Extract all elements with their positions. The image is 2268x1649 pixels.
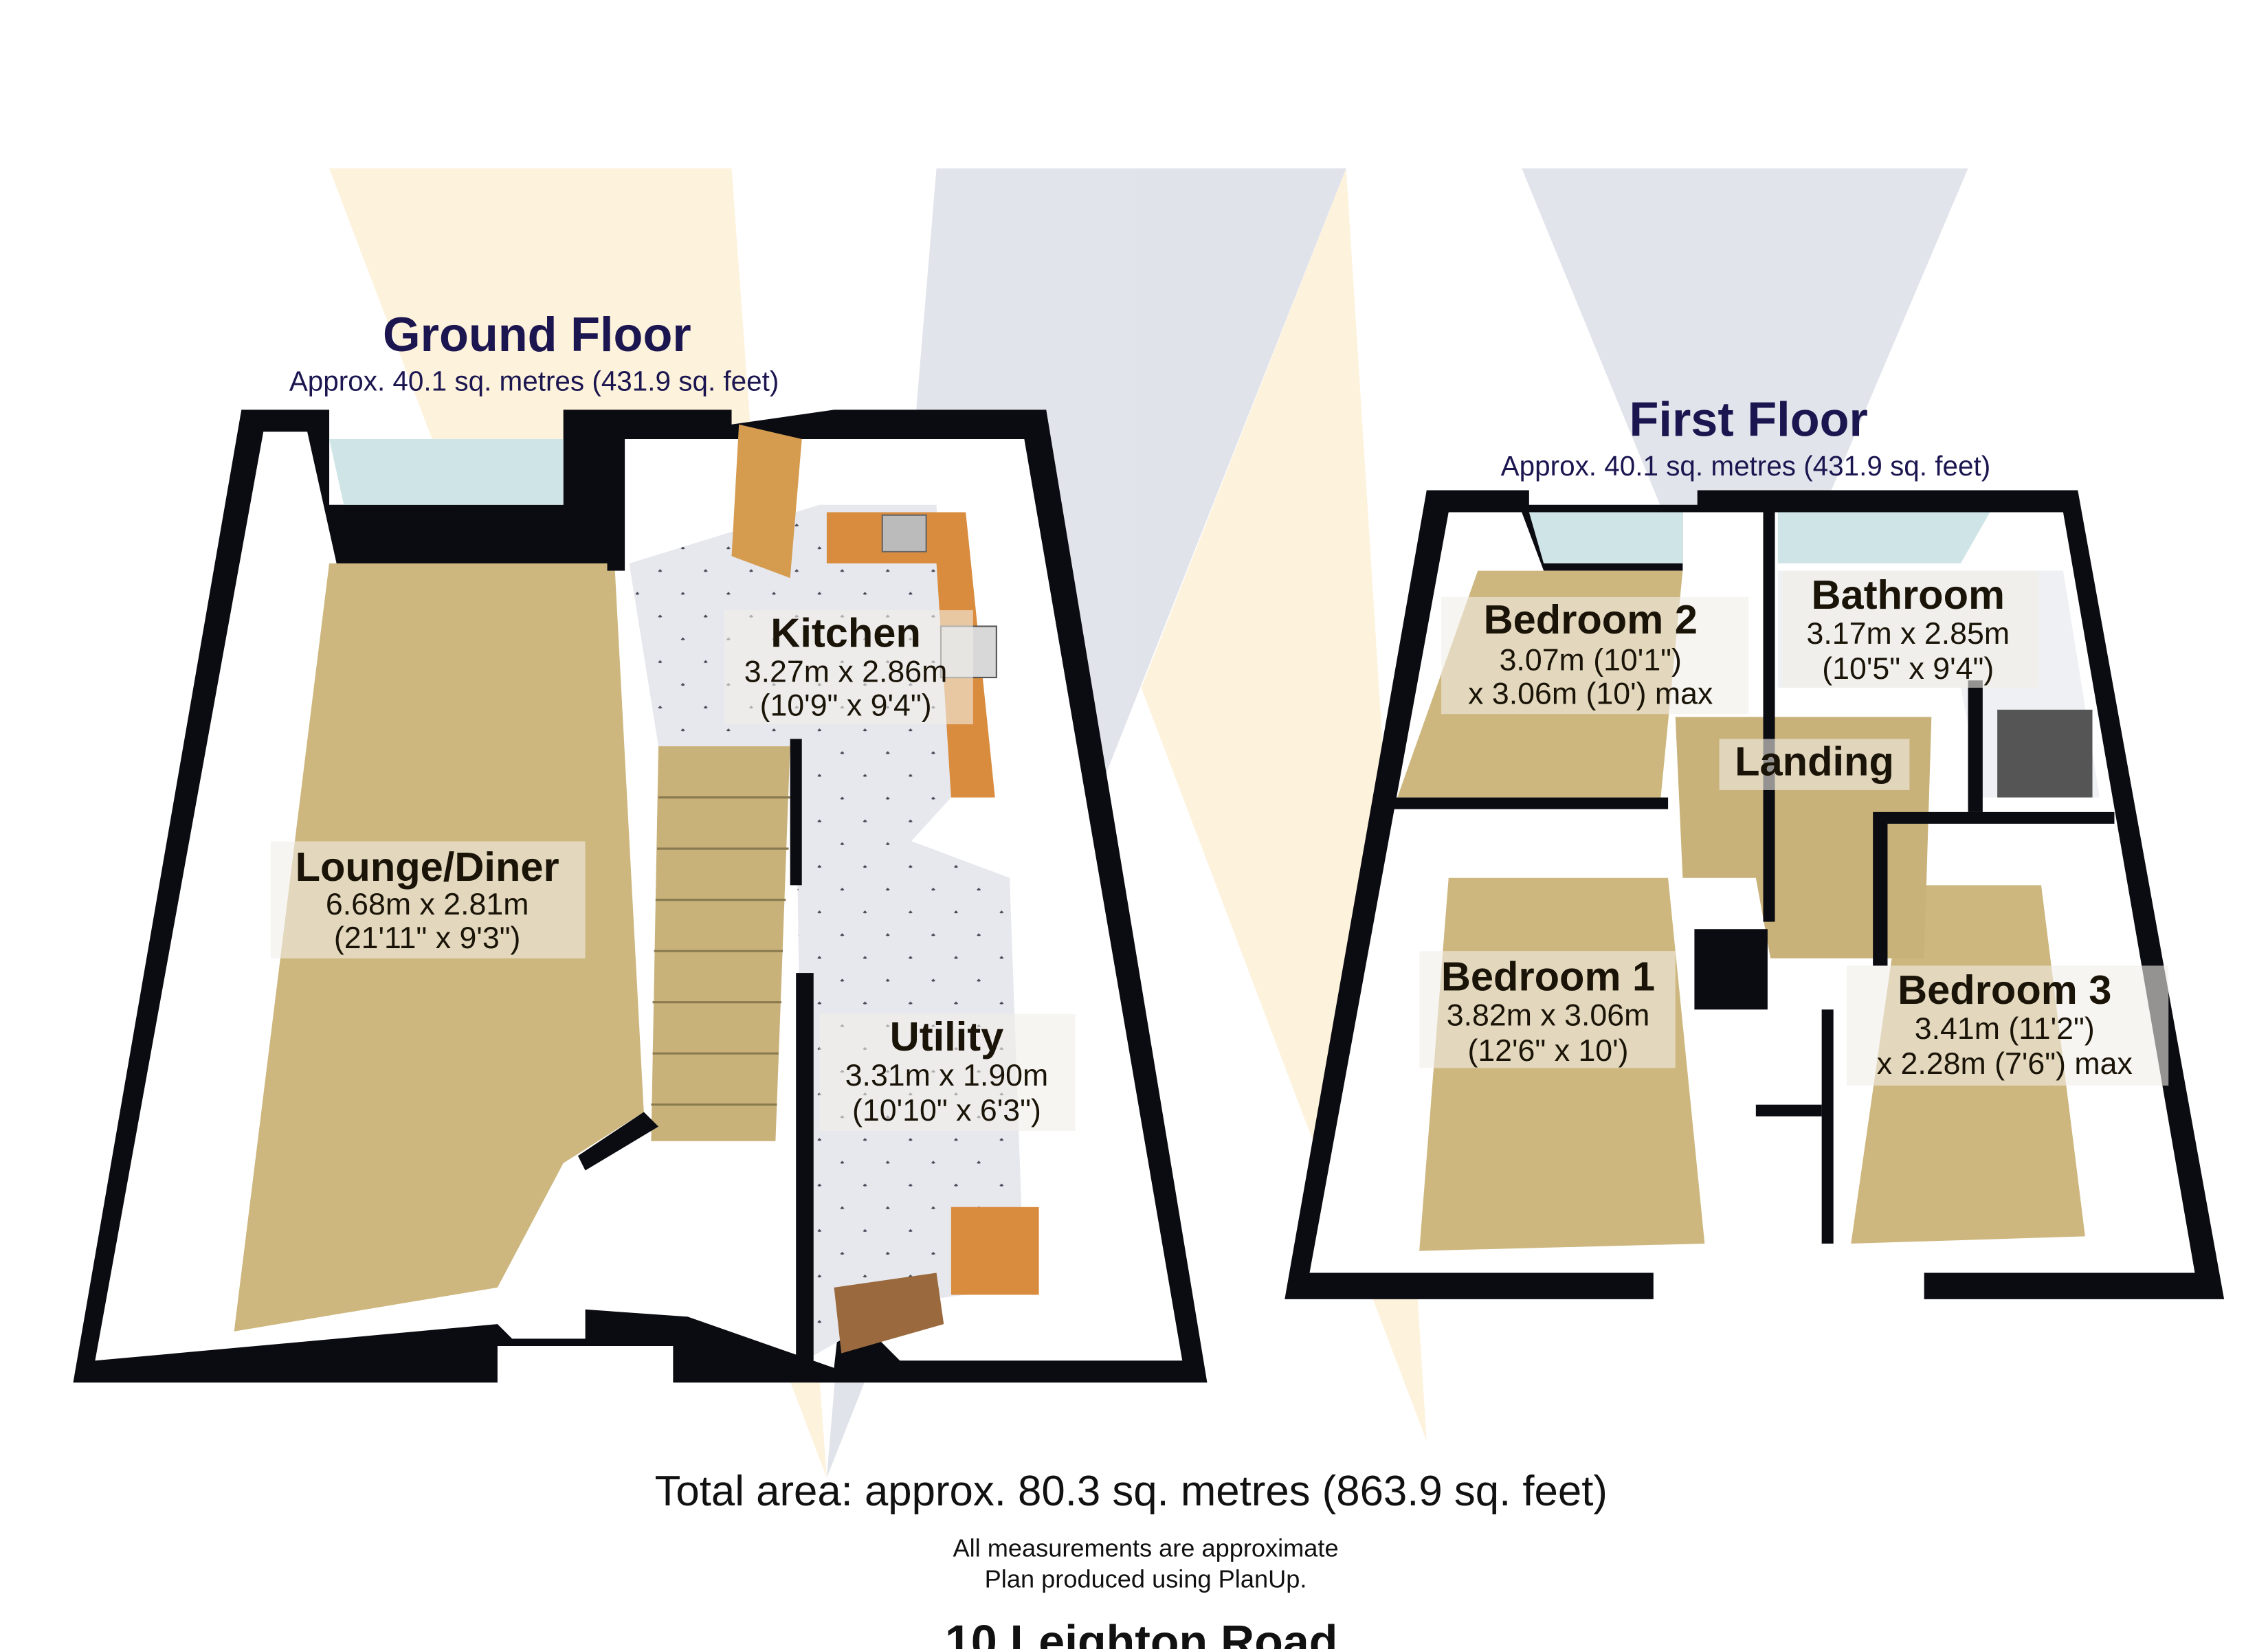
appliance <box>950 1207 1039 1295</box>
ground-floor-area: Approx. 40.1 sq. metres (431.9 sq. feet) <box>289 366 779 397</box>
stairs <box>651 746 790 1141</box>
svg-text:3.82m x 3.06m: 3.82m x 3.06m <box>1447 999 1650 1033</box>
room-label-utility: Utility 3.31m x 1.90m (10'10" x 6'3") <box>819 1013 1076 1132</box>
stair-treads <box>651 796 790 1106</box>
shower <box>1997 709 2093 798</box>
worktop <box>826 512 995 798</box>
svg-text:Lounge/Diner: Lounge/Diner <box>296 844 559 890</box>
svg-text:Landing: Landing <box>1735 739 1894 785</box>
svg-text:(10'10" x 6'3"): (10'10" x 6'3") <box>852 1094 1041 1128</box>
svg-text:x 3.06m (10') max: x 3.06m (10') max <box>1468 677 1713 710</box>
svg-text:Kitchen: Kitchen <box>770 609 921 655</box>
first-floor-title: First Floor <box>1630 392 1868 447</box>
svg-text:3.07m (10'1"): 3.07m (10'1") <box>1500 643 1682 677</box>
svg-text:6.68m x 2.81m: 6.68m x 2.81m <box>326 888 529 921</box>
first-floor-area: Approx. 40.1 sq. metres (431.9 sq. feet) <box>1501 450 1991 482</box>
ground-floor-title: Ground Floor <box>383 307 691 361</box>
room-label-lounge: Lounge/Diner 6.68m x 2.81m (21'11" x 9'3… <box>270 841 586 958</box>
svg-text:3.27m x 2.86m: 3.27m x 2.86m <box>744 655 948 688</box>
window <box>1528 512 1683 563</box>
svg-text:3.31m x 1.90m: 3.31m x 1.90m <box>845 1059 1049 1092</box>
svg-text:Bedroom 3: Bedroom 3 <box>1898 967 2111 1013</box>
first-floor-plan <box>1285 490 2225 1299</box>
svg-text:3.41m (11'2"): 3.41m (11'2") <box>1915 1012 2095 1046</box>
sink-icon <box>881 514 927 552</box>
room-label-bathroom: Bathroom 3.17m x 2.85m (10'5" x 9'4") <box>1782 570 2038 688</box>
room-label-landing: Landing <box>1719 739 1910 790</box>
window <box>329 439 564 505</box>
total-area: Total area: approx. 80.3 sq. metres (863… <box>655 1468 1608 1515</box>
svg-text:Utility: Utility <box>890 1013 1004 1059</box>
svg-text:(10'5" x 9'4"): (10'5" x 9'4") <box>1822 652 1994 686</box>
room-label-kitchen: Kitchen 3.27m x 2.86m (10'9" x 9'4") <box>724 609 973 725</box>
svg-text:3.17m x 2.85m: 3.17m x 2.85m <box>1806 617 2010 651</box>
ground-floor-plan <box>73 410 1208 1383</box>
svg-text:Bathroom: Bathroom <box>1812 572 2005 618</box>
svg-text:(12'6" x 10'): (12'6" x 10') <box>1467 1034 1628 1068</box>
room-label-bedroom2: Bedroom 2 3.07m (10'1") x 3.06m (10') ma… <box>1441 596 1749 715</box>
room-label-bedroom1: Bedroom 1 3.82m x 3.06m (12'6" x 10') <box>1419 951 1676 1068</box>
back-door <box>834 1272 944 1354</box>
measurement-note: All measurements are approximate <box>953 1534 1338 1562</box>
svg-text:(21'11" x 9'3"): (21'11" x 9'3") <box>334 921 521 955</box>
plan-credit: Plan produced using PlanUp. <box>985 1564 1307 1593</box>
svg-text:(10'9" x 9'4"): (10'9" x 9'4") <box>760 688 932 722</box>
window <box>1777 512 1990 563</box>
property-address: 10 Leighton Road <box>945 1615 1337 1649</box>
svg-text:Bedroom 2: Bedroom 2 <box>1484 596 1698 642</box>
front-door <box>731 424 802 579</box>
svg-text:x 2.28m (7'6") max: x 2.28m (7'6") max <box>1877 1047 2133 1081</box>
svg-text:Bedroom 1: Bedroom 1 <box>1441 954 1655 1000</box>
room-label-bedroom3: Bedroom 3 3.41m (11'2") x 2.28m (7'6") m… <box>1846 965 2169 1086</box>
